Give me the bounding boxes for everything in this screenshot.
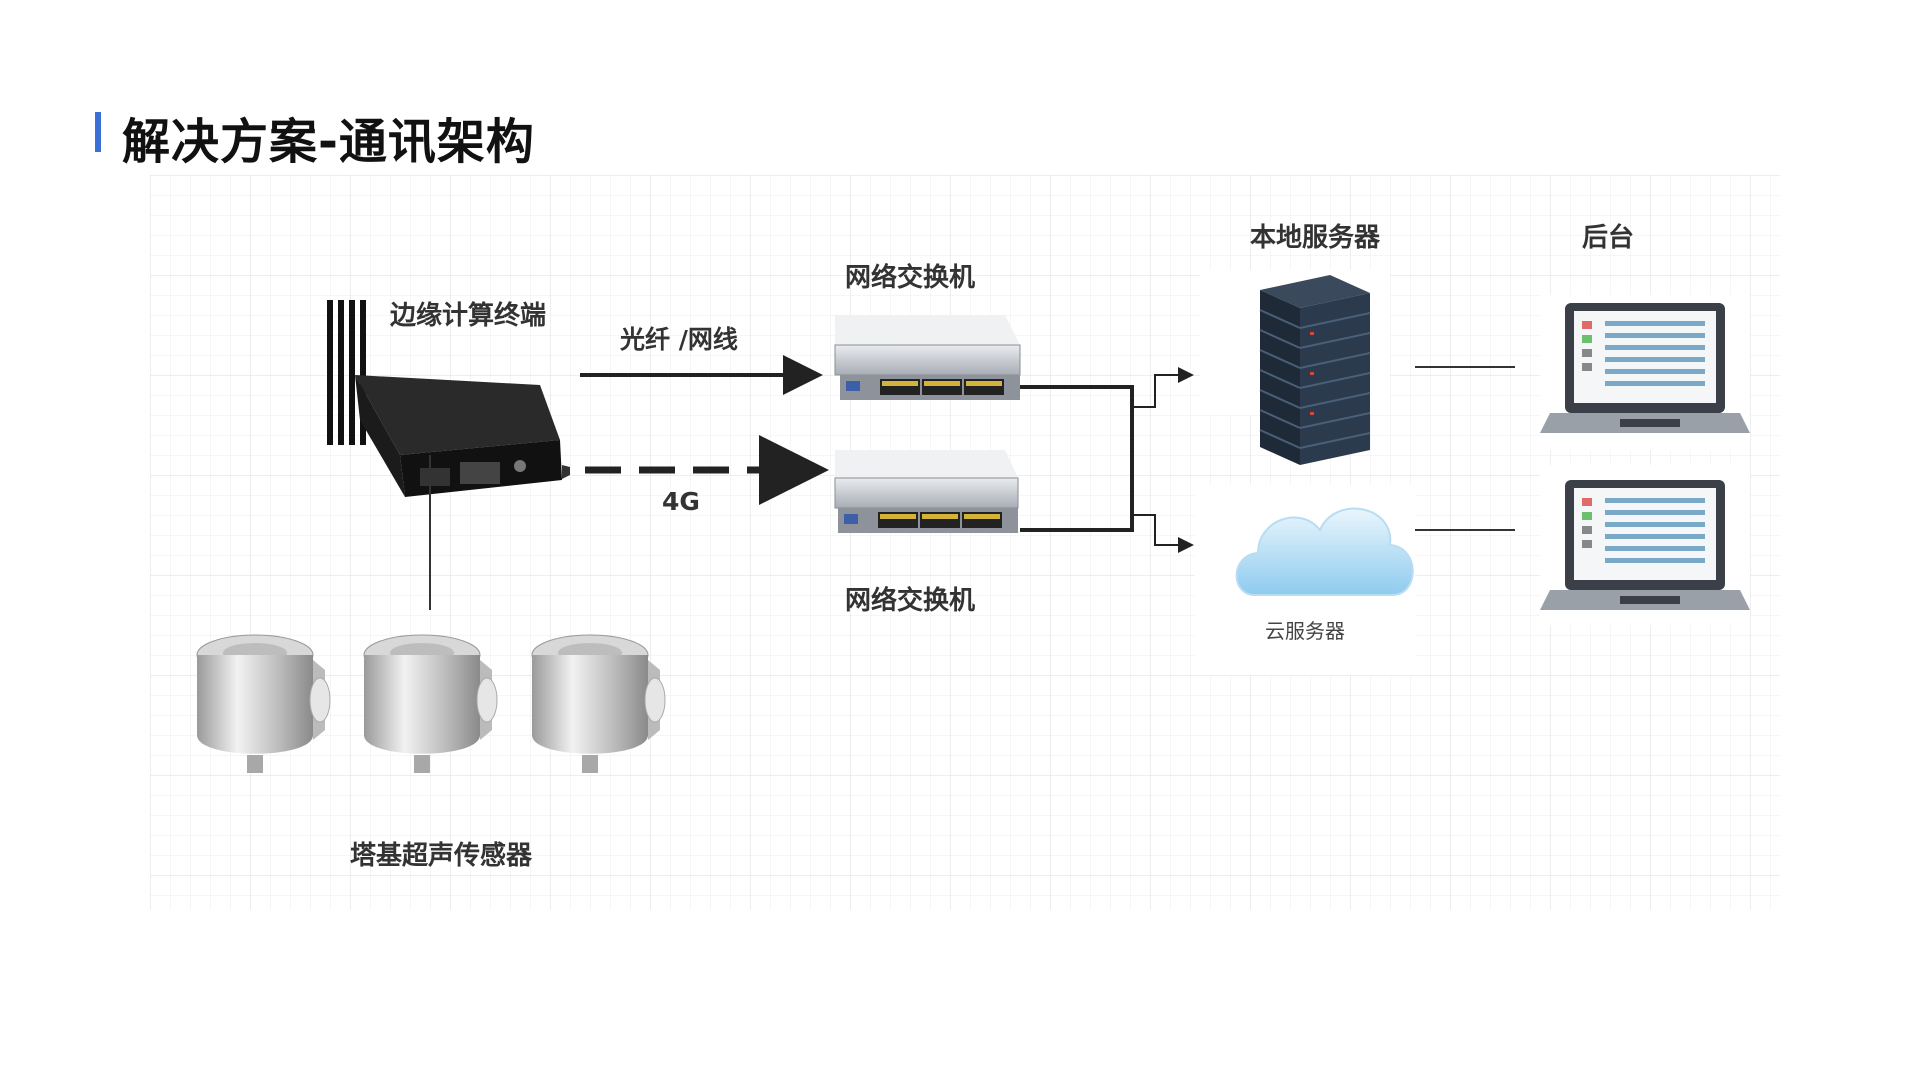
switch-bottom-label: 网络交换机 bbox=[845, 586, 976, 616]
ultrasonic-sensor-3-icon bbox=[531, 634, 666, 773]
grid-background bbox=[150, 175, 1780, 910]
4g-link-label: 4G bbox=[662, 487, 700, 516]
title-accent-bar bbox=[95, 112, 101, 152]
local-server-label: 本地服务器 bbox=[1250, 223, 1381, 253]
laptop-top-icon bbox=[1540, 295, 1750, 450]
edge-terminal-label: 边缘计算终端 bbox=[390, 301, 547, 331]
backend-label: 后台 bbox=[1582, 223, 1635, 253]
ultrasonic-sensor-2-icon bbox=[363, 634, 498, 773]
network-switch-bottom-icon bbox=[834, 450, 1019, 533]
sensors-label: 塔基超声传感器 bbox=[350, 841, 533, 871]
diagram-canvas: 边缘计算终端 光纤 /网线 4G 网络交换机 bbox=[150, 175, 1780, 910]
architecture-diagram: 边缘计算终端 光纤 /网线 4G 网络交换机 bbox=[150, 175, 1780, 910]
network-switch-top-icon bbox=[834, 315, 1021, 400]
ultrasonic-sensor-1-icon bbox=[196, 634, 331, 773]
local-server-icon bbox=[1200, 270, 1390, 465]
switch-to-server-connector bbox=[1020, 367, 1194, 553]
laptop-bottom-icon bbox=[1540, 465, 1750, 625]
cloud-server-icon bbox=[1195, 485, 1415, 675]
fiber-link-label: 光纤 /网线 bbox=[620, 325, 738, 354]
cloud-server-label: 云服务器 bbox=[1265, 619, 1345, 643]
edge-terminal-icon bbox=[327, 300, 570, 497]
switch-top-label: 网络交换机 bbox=[845, 263, 976, 293]
page-title: 解决方案-通讯架构 bbox=[122, 114, 535, 170]
